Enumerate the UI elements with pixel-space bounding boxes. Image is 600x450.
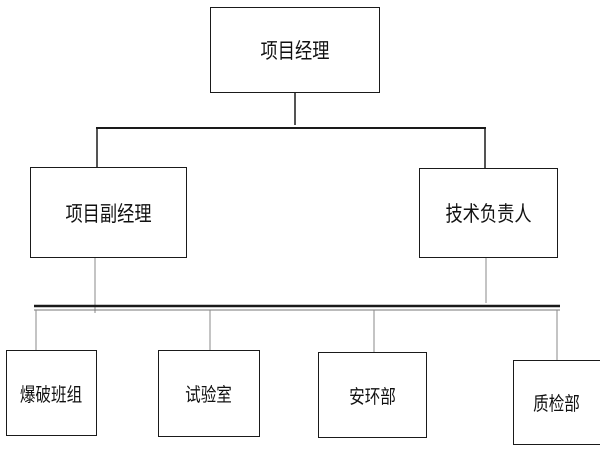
project-manager-label: 项目经理 — [260, 39, 330, 63]
laboratory-box: 试验室 — [158, 350, 260, 437]
blasting-team-box: 爆破班组 — [6, 350, 97, 436]
technical-lead-box: 技术负责人 — [419, 168, 558, 258]
deputy-manager-label: 项目副经理 — [65, 201, 152, 226]
laboratory-label: 试验室 — [185, 384, 233, 406]
blasting-team-label: 爆破班组 — [20, 383, 83, 406]
safety-environment-dept-label: 安环部 — [349, 385, 396, 408]
project-manager-box: 项目经理 — [210, 7, 380, 93]
quality-inspection-dept-label: 质检部 — [533, 393, 581, 415]
deputy-manager-box: 项目副经理 — [30, 167, 187, 258]
quality-inspection-dept-box: 质检部 — [513, 360, 600, 445]
technical-lead-label: 技术负责人 — [445, 202, 532, 226]
safety-environment-dept-box: 安环部 — [318, 352, 427, 438]
